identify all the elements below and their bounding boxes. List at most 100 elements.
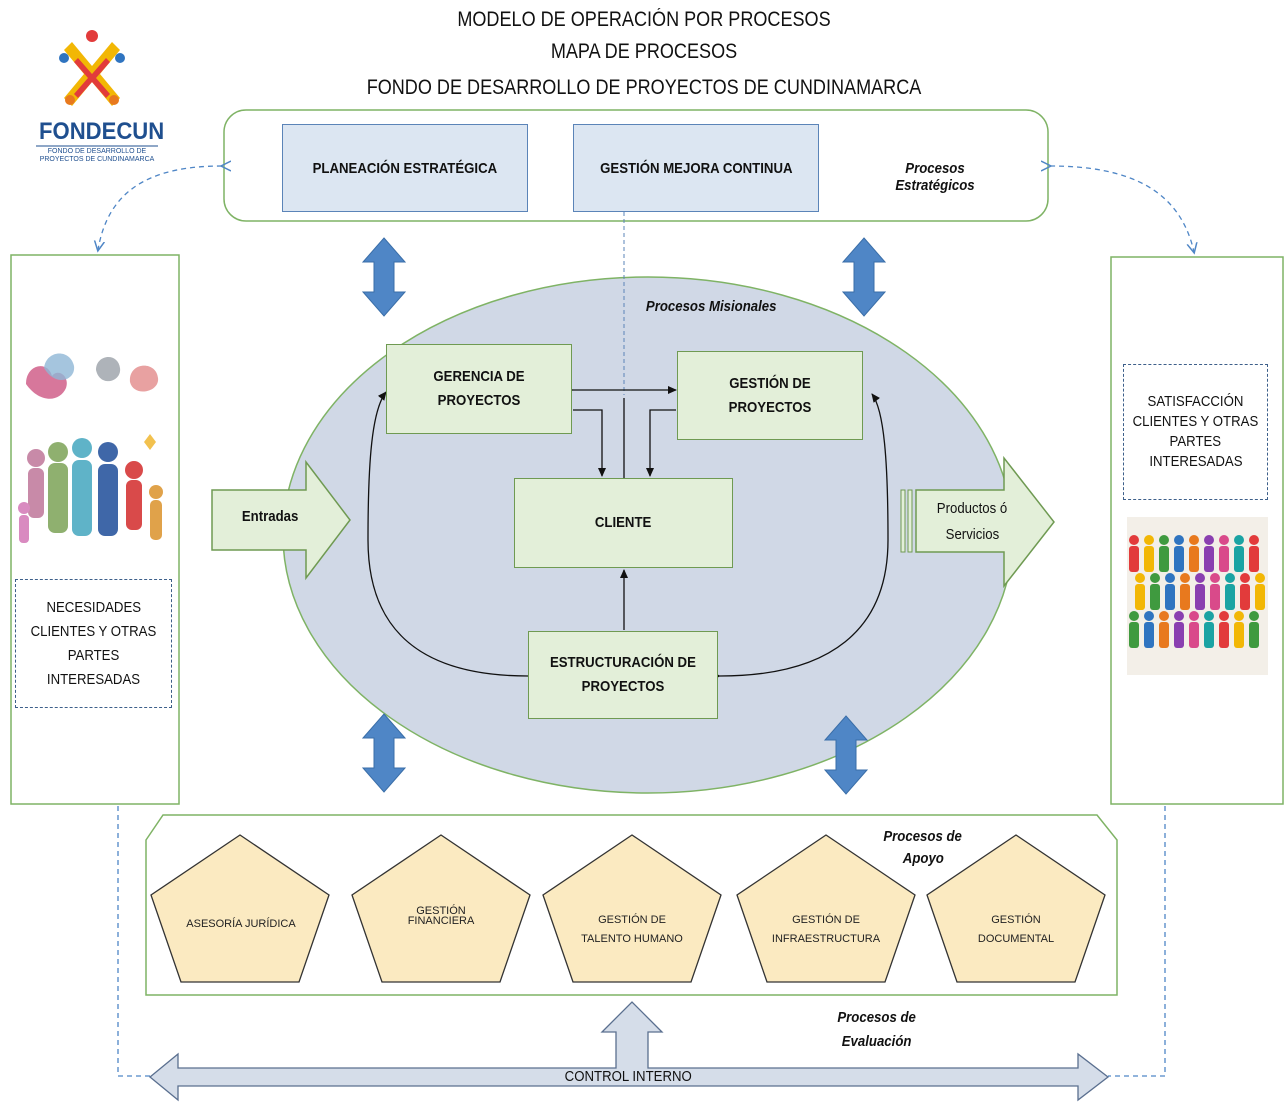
label-text: Procesos de (883, 828, 963, 845)
crowd-figure-body (1174, 546, 1184, 572)
crowd-figure-head (1174, 535, 1184, 545)
box-gestion-de-proyectos[interactable]: GESTIÓN DE PROYECTOS (677, 351, 863, 440)
support-item-line: TALENTO HUMANO (581, 933, 683, 945)
box-label-line: PROYECTOS (581, 678, 665, 695)
needs-box: NECESIDADES CLIENTES Y OTRAS PARTES INTE… (15, 579, 172, 708)
outputs-label: Productos ó Servicios (920, 496, 1024, 548)
label-procesos-de-apoyo: Procesos de Apoyo (868, 826, 978, 870)
satisfaction-line: CLIENTES Y OTRAS (1132, 413, 1259, 430)
crowd-figure-body (1255, 584, 1265, 610)
logo-subtitle: FONDO DE DESARROLLO DE PROYECTOS DE CUND… (30, 148, 164, 164)
double-arrow-icon (361, 237, 887, 795)
label-procesos-misionales: Procesos Misionales (636, 298, 786, 315)
crowd-figure-head (1165, 573, 1175, 583)
crowd-figure-body (1225, 584, 1235, 610)
crowd-figure-head (1210, 573, 1220, 583)
support-item-gestion-financiera[interactable]: GESTIÓN FINANCIERA (371, 905, 511, 927)
label-text: Evaluación (842, 1033, 912, 1050)
crowd-figure-body (1135, 584, 1145, 610)
title-line-2: MAPA DE PROCESOS (550, 40, 738, 63)
fondecun-logo-mark (59, 30, 125, 106)
support-item-line: GESTIÓN DE (598, 914, 666, 926)
crowd-figure-head (1144, 611, 1154, 621)
crowd-figure-head (1159, 535, 1169, 545)
crowd-figure-head (1255, 573, 1265, 583)
crowd-figure-body (1150, 584, 1160, 610)
pentagon-shape (150, 834, 330, 983)
crowd-figure-head (1129, 611, 1139, 621)
label-text: Servicios (945, 526, 999, 543)
crowd-figure-body (1159, 622, 1169, 648)
pentagon-shape (351, 834, 531, 983)
support-item-gestion-documental[interactable]: GESTIÓN DOCUMENTAL (946, 911, 1086, 949)
box-estructuracion-de-proyectos[interactable]: ESTRUCTURACIÓN DE PROYECTOS (528, 631, 718, 719)
pentagon-shape (542, 834, 722, 983)
satisfaction-box: SATISFACCIÓN CLIENTES Y OTRAS PARTES INT… (1123, 364, 1268, 500)
label-procesos-de-evaluacion: Procesos de Evaluación (822, 1006, 932, 1054)
crowd-figure-body (1195, 584, 1205, 610)
crowd-figure-head (1159, 611, 1169, 621)
crowd-figure-head (1249, 535, 1259, 545)
support-item-line: ASESORÍA JURÍDICA (186, 918, 296, 930)
support-item-line: GESTIÓN (416, 905, 466, 917)
satisfaction-line: INTERESADAS (1148, 453, 1243, 470)
crowd-figure-body (1204, 546, 1214, 572)
crowd-figure-body (1144, 546, 1154, 572)
crowd-figure-head (1234, 611, 1244, 621)
crowd-figure-body (1219, 622, 1229, 648)
crowd-figure-body (1180, 584, 1190, 610)
inputs-label: Entradas (222, 508, 318, 525)
crowd-figure-body (1249, 622, 1259, 648)
support-item-line: FINANCIERA (407, 915, 475, 927)
box-planeacion-estrategica[interactable]: PLANEACIÓN ESTRATÉGICA (282, 124, 528, 212)
crowd-figure-head (1180, 573, 1190, 583)
crowd-figure-body (1144, 622, 1154, 648)
crowd-figure-body (1204, 622, 1214, 648)
pentagon-shape (736, 834, 916, 983)
box-label: GESTIÓN DE PROYECTOS (728, 375, 812, 416)
crowd-figure-body (1234, 546, 1244, 572)
crowd-figure-head (1249, 611, 1259, 621)
support-item-line: INFRAESTRUCTURA (771, 933, 881, 945)
support-item-gestion-talento-humano[interactable]: GESTIÓN DE TALENTO HUMANO (562, 911, 702, 949)
label-text: Procesos Estratégicos (895, 160, 975, 194)
crowd-figure-body (1129, 546, 1139, 572)
title-line-1: MODELO DE OPERACIÓN POR PROCESOS (457, 8, 831, 31)
crowd-figure-head (1129, 535, 1139, 545)
crowd-figure-body (1189, 622, 1199, 648)
process-connectors (367, 386, 889, 681)
box-gerencia-de-proyectos[interactable]: GERENCIA DE PROYECTOS (386, 344, 572, 434)
crowd-figure-head (1225, 573, 1235, 583)
satisfaction-line: SATISFACCIÓN (1147, 393, 1244, 410)
crowd-figure-body (1210, 584, 1220, 610)
support-item-gestion-infraestructura[interactable]: GESTIÓN DE INFRAESTRUCTURA (756, 911, 896, 949)
crowd-figure-head (1189, 535, 1199, 545)
crowd-figure-body (1234, 622, 1244, 648)
crowd-figure-head (1234, 535, 1244, 545)
inputs-arrow (211, 459, 351, 581)
box-label: GESTIÓN MEJORA CONTINUA (599, 159, 793, 177)
crowd-figure-body (1249, 546, 1259, 572)
dashed-connector-bottom-right (1108, 806, 1166, 1077)
crowd-figure-body (1189, 546, 1199, 572)
crowd-figure-head (1219, 535, 1229, 545)
crowd-figure-head (1135, 573, 1145, 583)
support-item-asesoria-juridica[interactable]: ASESORÍA JURÍDICA (171, 918, 311, 931)
needs-line: CLIENTES Y OTRAS (30, 622, 157, 640)
label-text: Procesos de (837, 1009, 917, 1026)
label-text: Procesos Misionales (645, 298, 777, 315)
outputs-arrow-stripe (900, 489, 906, 553)
outputs-arrow (915, 455, 1055, 589)
support-item-line: DOCUMENTAL (977, 933, 1055, 945)
dashed-connector-left (98, 166, 222, 250)
box-gestion-mejora-continua[interactable]: GESTIÓN MEJORA CONTINUA (573, 124, 819, 212)
label-text: Entradas (241, 508, 299, 525)
needs-line: NECESIDADES (46, 598, 141, 616)
logo-name: FONDECUN (39, 118, 165, 145)
crowd-figure-head (1144, 535, 1154, 545)
label-text: CONTROL INTERNO (564, 1068, 692, 1085)
crowd-figure-body (1240, 584, 1250, 610)
box-cliente[interactable]: CLIENTE (514, 478, 733, 568)
logo-subtitle-line: PROYECTOS DE CUNDINAMARCA (39, 156, 155, 163)
